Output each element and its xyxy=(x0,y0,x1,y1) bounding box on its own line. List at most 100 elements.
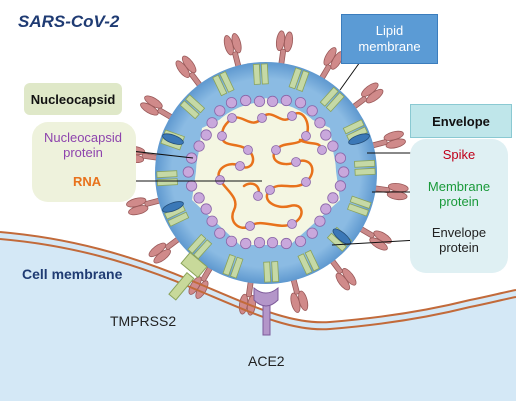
nucleocapsid-bead xyxy=(225,97,238,109)
membrane-protein xyxy=(342,119,368,142)
nc-protein-line2: protein xyxy=(63,144,103,160)
rna-bead xyxy=(287,219,297,229)
nucleocapsid-bead xyxy=(327,140,339,152)
mprotein-right xyxy=(187,233,207,254)
membrane-protein-label: Membrane protein xyxy=(410,179,508,210)
spike xyxy=(368,130,406,150)
spike-head-right xyxy=(369,237,388,251)
mprotein-right xyxy=(297,253,313,275)
rna-bead xyxy=(217,131,227,141)
nucleocapsid-bead xyxy=(314,215,326,227)
mprotein-left xyxy=(252,63,261,85)
rna-bead xyxy=(301,177,311,187)
membrane-protein-line2: protein xyxy=(439,193,479,209)
mprotein-right xyxy=(263,261,272,283)
mprotein-left xyxy=(193,239,213,260)
rna-bead xyxy=(227,113,237,123)
rna-label: RNA xyxy=(73,174,102,189)
tmprss2-receptor xyxy=(168,251,208,301)
mprotein-left xyxy=(349,195,372,209)
spike-head-right xyxy=(181,55,197,74)
mprotein-right xyxy=(325,92,345,113)
nucleocapsid-bead xyxy=(294,235,307,247)
spike-label: Spike xyxy=(442,147,476,162)
envelope-protein xyxy=(162,201,184,213)
nucleocapsid-bead xyxy=(334,180,346,192)
nucleocapsid-header: Nucleocapsid xyxy=(24,83,122,115)
spike-head-right xyxy=(231,33,242,54)
ace2-label: ACE2 xyxy=(248,353,285,369)
spike-head-right xyxy=(144,95,163,109)
envelope-protein-label: Envelope protein xyxy=(410,225,508,256)
tmprss2-label: TMPRSS2 xyxy=(110,313,177,329)
membrane-protein xyxy=(319,86,345,113)
rna-bead xyxy=(317,145,327,155)
rna-bound-beads xyxy=(215,111,327,231)
mprotein-right xyxy=(347,203,369,217)
spike xyxy=(188,263,215,299)
envelope-proteins xyxy=(162,133,370,245)
rna-strand xyxy=(217,111,314,229)
spike-head-right xyxy=(283,31,294,53)
nucleocapsid-bead xyxy=(334,152,346,164)
rna-bead xyxy=(215,175,225,185)
membrane-protein xyxy=(156,170,178,187)
nucleocapsid-bead xyxy=(280,237,292,250)
nucleocapsid-bead xyxy=(214,227,226,239)
membrane-protein xyxy=(179,94,206,120)
spike xyxy=(140,95,176,122)
mprotein-left xyxy=(156,178,178,187)
mprotein-right xyxy=(260,63,269,85)
mprotein-left xyxy=(288,67,302,90)
nucleocapsid-bead xyxy=(314,117,326,129)
membrane-protein xyxy=(288,67,310,92)
nucleocapsid-protein-label: Nucleocapsid protein xyxy=(38,130,128,161)
mprotein-left xyxy=(319,86,339,107)
nucleocapsid-panel xyxy=(32,122,136,202)
nucleocapsid-bead xyxy=(193,140,205,152)
membrane-protein-line1: Membrane xyxy=(427,179,491,194)
envelope-panel xyxy=(410,139,508,273)
mprotein-left xyxy=(167,211,190,227)
nucleocapsid-bead xyxy=(306,227,318,239)
nucleocapsid-bead xyxy=(266,237,279,249)
nucleocapsid-bead xyxy=(327,192,339,204)
spike-head-right xyxy=(148,242,167,258)
nc-protein-line1: Nucleocapsid xyxy=(43,130,123,145)
mprotein-left xyxy=(354,159,376,168)
nucleocapsid-bead xyxy=(206,117,218,129)
nucleocapsid-bead xyxy=(320,203,332,215)
spike-head-right xyxy=(365,88,384,104)
spike-head-right xyxy=(335,272,351,291)
nucleocapsid-bead xyxy=(206,215,218,227)
rna-bead xyxy=(235,161,245,171)
rna-bead xyxy=(271,145,281,155)
ace2-receptor xyxy=(253,286,279,336)
cell-membrane-label: Cell membrane xyxy=(22,266,123,282)
rna-bead xyxy=(287,111,297,121)
rna-bead xyxy=(243,145,253,155)
mprotein-right xyxy=(219,71,235,93)
mprotein-left xyxy=(304,249,320,272)
mprotein-left xyxy=(230,256,244,279)
rna-bead xyxy=(245,221,255,231)
mprotein-left xyxy=(342,119,365,135)
nucleocapsid-bead xyxy=(182,166,194,178)
envelope-header: Envelope xyxy=(410,104,512,138)
membrane-protein xyxy=(297,249,320,275)
mprotein-right xyxy=(185,94,206,114)
spike-head-right xyxy=(385,138,406,149)
eprotein-body xyxy=(348,133,370,145)
rna-bead xyxy=(265,185,275,195)
nucleocapsid-bead xyxy=(320,129,332,141)
diagram-title: SARS-CoV-2 xyxy=(18,12,120,31)
mprotein-right xyxy=(354,167,376,176)
nucleocapsid-bead xyxy=(200,129,212,141)
spike-head-right xyxy=(126,197,147,208)
membrane-protein xyxy=(347,195,372,217)
nucleocapsid-bead xyxy=(186,180,198,192)
rna-bead xyxy=(291,157,301,167)
nucleocapsid-bead xyxy=(306,105,318,117)
